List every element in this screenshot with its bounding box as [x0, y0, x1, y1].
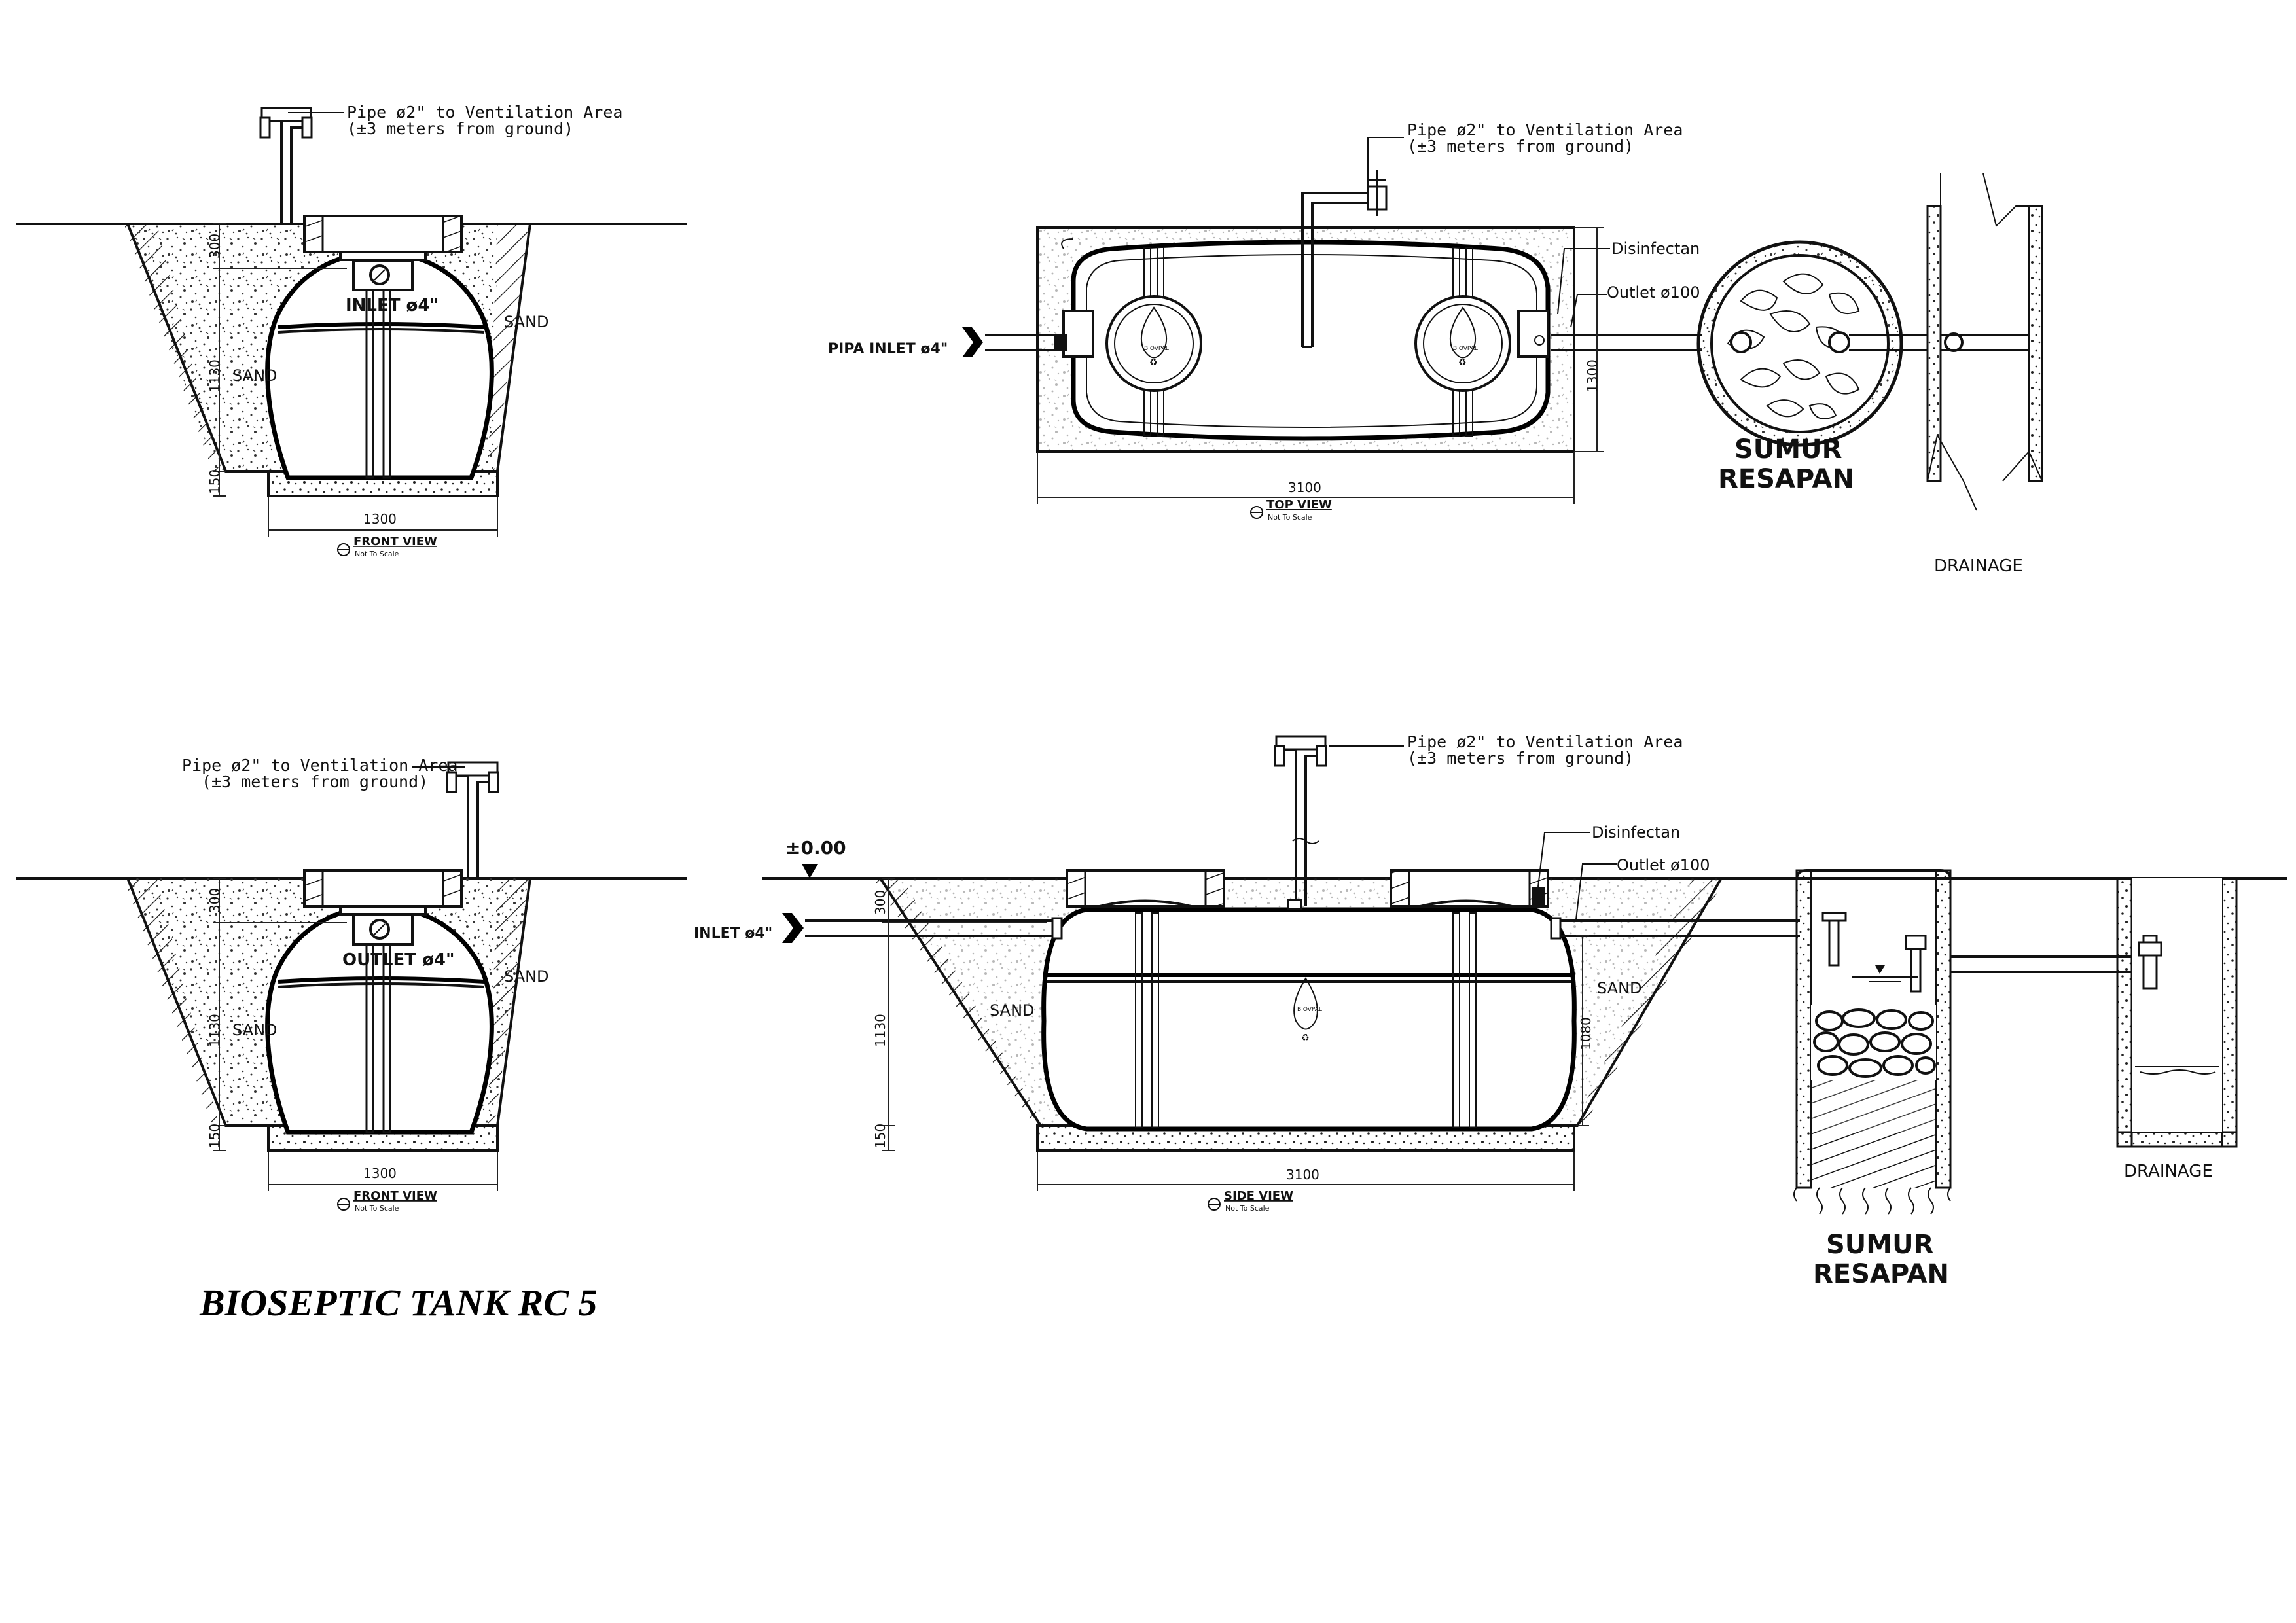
front-view-bottom: Pipe ø2" to Ventilation Area (±3 meters …: [16, 756, 687, 1213]
arrow-right-icon: [782, 913, 804, 943]
port-label: INLET ø4": [346, 296, 439, 315]
outlet-label: Outlet ø100: [1607, 283, 1700, 302]
brand-label: BIOVPAL: [1453, 346, 1478, 352]
sand-label-left: SAND: [232, 366, 278, 385]
dim-1130: 1130: [872, 1014, 888, 1047]
sand-label-left: SAND: [232, 1021, 278, 1039]
vent-pipe-label: Pipe ø2" to Ventilation Area: [182, 756, 457, 775]
inlet-port-icon: [369, 264, 390, 285]
level-label: ±0.00: [785, 837, 846, 859]
sand-label-right: SAND: [1597, 979, 1642, 997]
dim-1130: 1130: [207, 359, 223, 393]
drop-logo-icon: [1449, 306, 1477, 359]
view-title: FRONT VIEW: [353, 535, 437, 548]
drainage-label: DRAINAGE: [2124, 1162, 2213, 1181]
drainage-label: DRAINAGE: [1934, 556, 2023, 576]
scale-note: Not To Scale: [355, 550, 399, 558]
brand-label: BIOVPAL: [1297, 1007, 1322, 1013]
view-title: TOP VIEW: [1266, 498, 1332, 512]
sumur-label: SUMUR: [1826, 1230, 1933, 1260]
dim-height: 1300: [1585, 359, 1600, 393]
water-level-icon: [1875, 965, 1885, 974]
resapan-label: RESAPAN: [1718, 464, 1854, 494]
outlet-label: Outlet ø100: [1617, 856, 1710, 874]
arrow-right-icon: [962, 327, 983, 357]
scale-note: Not To Scale: [355, 1204, 399, 1213]
sheet-title: BIOSEPTIC TANK RC 5: [199, 1281, 598, 1324]
front-view-top: Pipe ø2" to Ventilation Area (±3 meters …: [16, 103, 687, 558]
drainage-channel: DRAINAGE: [2116, 877, 2238, 1181]
disinfectan-label: Disinfectan: [1611, 240, 1700, 258]
recycle-icon: ♻: [1301, 1033, 1310, 1043]
inlet-label: INLET ø4": [694, 925, 772, 942]
tank-body: [1041, 907, 1577, 1132]
dim-1130: 1130: [207, 1014, 223, 1047]
sand-label-right: SAND: [504, 967, 549, 986]
vent-pipe-note: (±3 meters from ground): [202, 772, 428, 791]
vent-pipe-note: (±3 meters from ground): [1407, 137, 1634, 156]
vent-pipe-label: Pipe ø2" to Ventilation Area: [347, 103, 622, 122]
dim-width: 3100: [1286, 1167, 1319, 1183]
drop-logo-icon: [1293, 977, 1318, 1030]
dim-300: 300: [207, 234, 223, 259]
dim-1080: 1080: [1578, 1017, 1594, 1050]
level-marker-icon: [802, 864, 818, 878]
dim-width: 3100: [1288, 480, 1321, 495]
vent-pipe-label: Pipe ø2" to Ventilation Area: [1407, 732, 1683, 751]
scale-note: Not To Scale: [1268, 513, 1312, 522]
recycle-icon: ♻: [1149, 357, 1158, 368]
recycle-icon: ♻: [1458, 357, 1467, 368]
resapan-label: RESAPAN: [1813, 1259, 1949, 1289]
dim-150: 150: [207, 1124, 223, 1149]
vent-pipe-note: (±3 meters from ground): [347, 119, 573, 138]
dim-300: 300: [872, 890, 888, 915]
top-view: BIOVPAL BIOVPAL ♻ ♻ PIPA INLET ø4" Pipe …: [828, 120, 2043, 576]
brand-label: BIOVPAL: [1144, 346, 1169, 352]
disinfectan-label: Disinfectan: [1592, 823, 1680, 842]
dim-width: 1300: [363, 1166, 397, 1181]
sand-label-right: SAND: [504, 313, 549, 331]
scale-note: Not To Scale: [1225, 1204, 1270, 1213]
inlet-label: PIPA INLET ø4": [828, 341, 948, 357]
outlet-port-icon: [369, 919, 390, 940]
sumur-label: SUMUR: [1734, 435, 1842, 465]
drop-logo-icon: [1140, 306, 1168, 359]
dim-150: 150: [872, 1124, 888, 1149]
vent-pipe-note: (±3 meters from ground): [1407, 749, 1634, 768]
dim-150: 150: [207, 469, 223, 494]
view-title: SIDE VIEW: [1224, 1189, 1293, 1203]
sand-label-left: SAND: [990, 1001, 1035, 1020]
view-title: FRONT VIEW: [353, 1189, 437, 1203]
dim-width: 1300: [363, 511, 397, 527]
vent-pipe-label: Pipe ø2" to Ventilation Area: [1407, 120, 1683, 139]
dim-300: 300: [207, 888, 223, 913]
port-label: OUTLET ø4": [342, 950, 455, 970]
side-view: ±0.00 BIOVPAL ♻ Pi: [694, 732, 2287, 1289]
sumur-resapan-section: SUMUR RESAPAN: [1793, 869, 1952, 1289]
tank-outline: [1071, 240, 1551, 441]
